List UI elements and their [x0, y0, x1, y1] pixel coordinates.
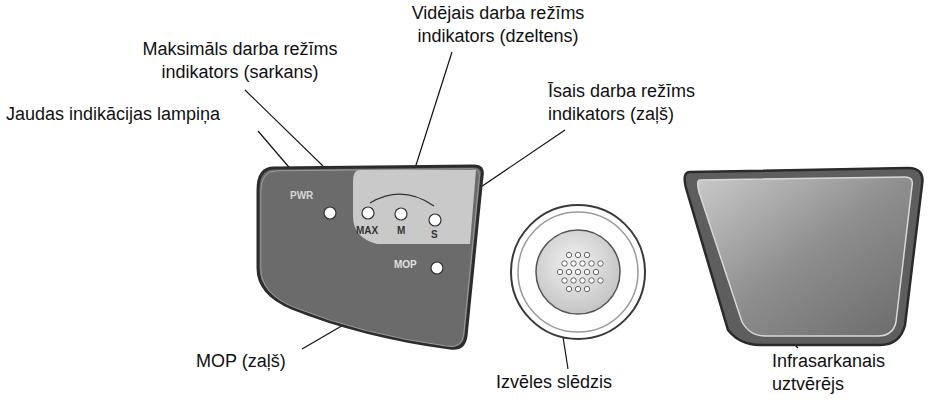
indicator-lamp [395, 208, 407, 220]
panel-marking: S [431, 229, 438, 241]
mode-band: MAX M S [345, 166, 482, 248]
callout-label: Īsais darba režīms indikators (zaļš) [548, 80, 740, 126]
callout-label: Infrasarkanais uztvērējs [772, 350, 932, 396]
callout-label: MOP (zaļš) [196, 350, 286, 373]
callout-label: Jaudas indikācijas lampiņa [6, 103, 220, 126]
panel-marking: MAX [356, 225, 378, 237]
indicator-lamp [429, 214, 441, 226]
panel-marking: M [397, 225, 405, 237]
selector-button [511, 205, 645, 339]
callout-label: Vidējais darba režīms indikators (dzelte… [385, 2, 611, 48]
callout-label: Maksimāls darba režīms indikators (sarka… [120, 38, 360, 84]
panel-marking: PWR [290, 190, 313, 202]
callout-label: Izvēles slēdzis [496, 371, 612, 394]
indicator-lamp [431, 262, 443, 274]
indicator-lamp [362, 207, 374, 219]
infrared-receiver [685, 168, 923, 345]
indicator-panel: PWR MOP MAX M S [252, 160, 486, 354]
indicator-lamp [324, 207, 336, 219]
panel-marking: MOP [394, 259, 417, 271]
